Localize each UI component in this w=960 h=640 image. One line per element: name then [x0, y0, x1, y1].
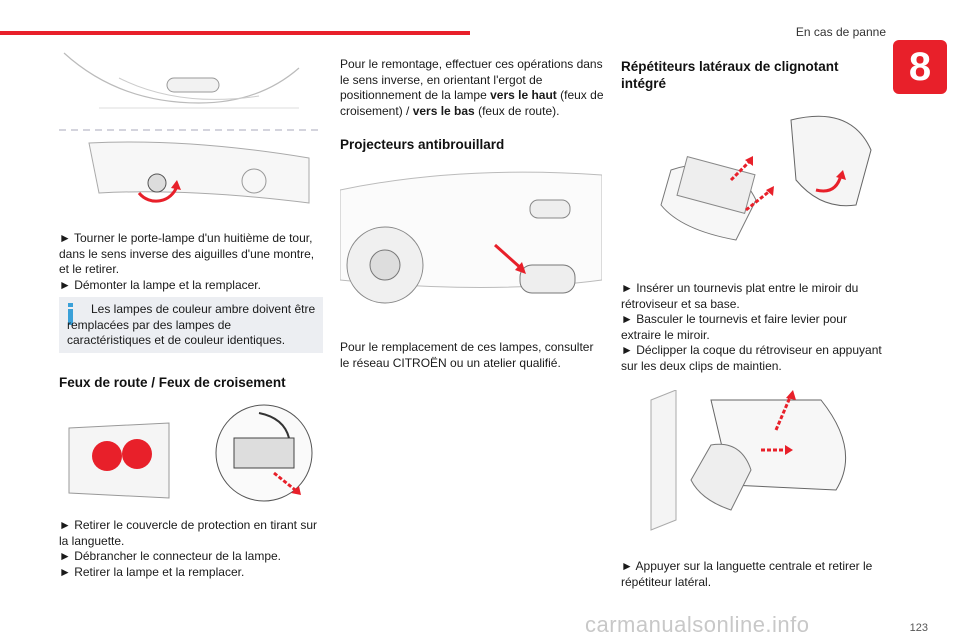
step-text: ► Tourner le porte-lampe d'un huitième d…	[59, 231, 315, 276]
headlamp-heading-wrap: Feux de route / Feux de croisement	[59, 374, 324, 391]
chapter-badge: 8	[893, 40, 947, 94]
foglamp-text: Pour le remplacement de ces lampes, cons…	[340, 340, 594, 370]
step-text: ► Déclipper la coque du rétroviseur en a…	[621, 343, 882, 373]
step-text: ► Retirer le couvercle de protection en …	[59, 518, 317, 548]
repeater-figure	[621, 390, 883, 540]
headlamp-figure	[59, 398, 321, 508]
step-text: ► Démonter la lampe et la remplacer.	[59, 277, 261, 292]
info-note: Les lampes de couleur ambre doivent être…	[59, 297, 323, 353]
watermark: carmanualsonline.info	[585, 612, 810, 637]
note-text: Les lampes de couleur ambre doivent être…	[67, 302, 316, 347]
section-title: En cas de panne	[795, 25, 886, 39]
info-icon	[68, 303, 73, 325]
remount-text: Pour le remontage, effectuer ces opérati…	[340, 57, 604, 118]
header-accent-bar	[0, 31, 470, 35]
col2-text: Pour le remplacement de ces lampes, cons…	[340, 340, 605, 371]
turn-indicator-figure	[59, 48, 321, 213]
col2-intro: Pour le remontage, effectuer ces opérati…	[340, 57, 605, 119]
mirror-removal-figure	[621, 110, 883, 265]
foglamp-figure	[340, 160, 602, 310]
col3-steps-a: ► Insérer un tournevis plat entre le mir…	[621, 281, 883, 374]
col3-steps-b: ► Appuyer sur la languette centrale et r…	[621, 559, 883, 590]
col1-steps-a: ► Tourner le porte-lampe d'un huitième d…	[59, 231, 324, 293]
step-text: ► Basculer le tournevis et faire levier …	[621, 312, 847, 342]
section-heading: Répétiteurs latéraux de clignotant intég…	[621, 59, 839, 91]
step-text: ► Débrancher le connecteur de la lampe.	[59, 549, 281, 563]
section-heading: Feux de route / Feux de croisement	[59, 375, 286, 390]
section-heading: Projecteurs antibrouillard	[340, 137, 505, 152]
step-text: ► Appuyer sur la languette centrale et r…	[621, 559, 873, 589]
foglamp-heading-wrap: Projecteurs antibrouillard	[340, 136, 605, 153]
col1-steps-b: ► Retirer le couvercle de protection en …	[59, 518, 324, 580]
step-text: ► Insérer un tournevis plat entre le mir…	[621, 281, 859, 311]
page-number: 123	[909, 622, 928, 634]
step-text: ► Retirer la lampe et la remplacer.	[59, 564, 245, 579]
repeater-heading-wrap: Répétiteurs latéraux de clignotant intég…	[621, 58, 883, 92]
